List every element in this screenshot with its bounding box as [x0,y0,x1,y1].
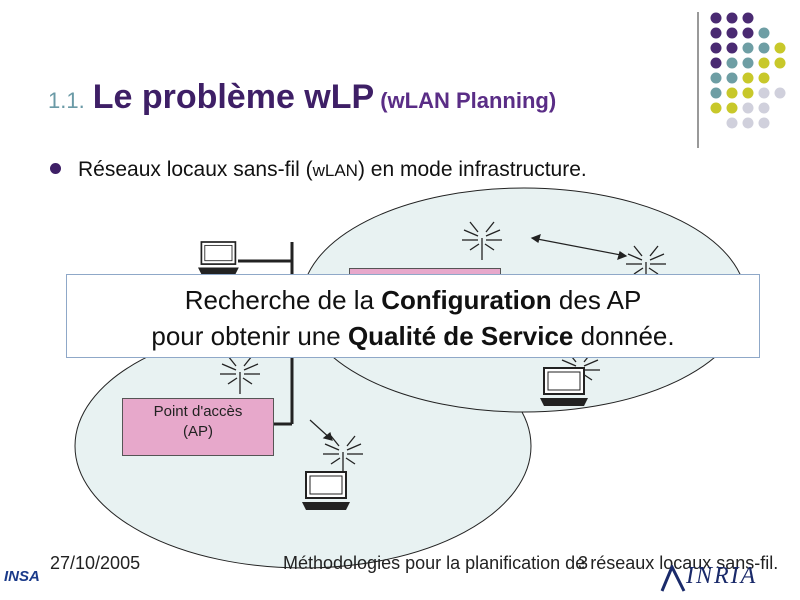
double-arrow-icon [530,234,628,260]
callout-line1-bold: Configuration [381,285,552,315]
decorative-dot [710,27,722,39]
footer-date: 27/10/2005 [50,553,141,573]
title-main: Le problème wLP [92,78,375,116]
laptop-icon [197,241,240,276]
decorative-dot [758,87,770,99]
decorative-dot [758,57,770,69]
inria-logo-text: INRIA [686,563,758,589]
laptop-icon [539,367,589,407]
bullet-text-part1: Réseaux locaux sans-fil ( [78,158,313,181]
decorative-dot-grid [710,12,786,129]
bullet-marker [50,163,61,174]
decorative-dot [710,12,722,24]
callout-line2: pour obtenir une Qualité de Service donn… [67,318,759,354]
vertical-rule [697,12,699,148]
decorative-dot [726,57,738,69]
decorative-dot [774,42,786,54]
double-arrow-icon [309,419,333,441]
title-subtitle: (wLAN Planning) [380,88,557,113]
ap-label-line1: Point d'accès [153,403,243,420]
decorative-dot [742,102,754,114]
decorative-dot [758,72,770,84]
callout-line1: Recherche de la Configuration des AP [67,282,759,318]
decorative-dot [710,72,722,84]
decorative-dot [742,117,754,129]
decorative-dot [726,27,738,39]
decorative-dot [742,27,754,39]
decorative-dot [710,42,722,54]
access-point-box: Point d'accès (AP) [122,398,274,456]
ap-label-line2: (AP) [183,423,213,440]
decorative-dot [742,12,754,24]
slide-title: 1.1. Le problème wLP(wLAN Planning) [48,78,556,117]
decorative-dot [710,87,722,99]
decorative-dot [726,72,738,84]
decorative-dot [726,42,738,54]
decorative-dot [742,87,754,99]
bullet-text-wlan: wLAN [312,161,358,180]
callout-box: Recherche de la Configuration des AP pou… [66,274,760,358]
decorative-dot [710,102,722,114]
decorative-dot [774,57,786,69]
bullet-text: Réseaux locaux sans-fil (wLAN) en mode i… [78,158,587,182]
decorative-dot [758,117,770,129]
decorative-dot [758,102,770,114]
laptop-icon [301,471,351,511]
footer-page-number: 3 [578,553,589,573]
decorative-dot [726,102,738,114]
decorative-dot [726,12,738,24]
footer-title: Méthodologies pour la planification de r… [283,553,779,573]
callout-line1-pre: Recherche de la [184,285,382,315]
inria-logo: INRIA [660,563,757,593]
decorative-dot [726,87,738,99]
title-number: 1.1. [48,88,85,113]
decorative-dot [742,57,754,69]
decorative-dot [774,87,786,99]
callout-line2-post: donnée. [573,321,675,351]
insa-logo: INSA [4,568,40,585]
bullet-text-part3: ) en mode infrastructure. [357,158,587,181]
decorative-dot [758,27,770,39]
decorative-dot [726,117,738,129]
decorative-dot [742,42,754,54]
callout-line2-pre: pour obtenir une [151,321,348,351]
callout-line2-bold: Qualité de Service [347,321,574,351]
decorative-dot [710,57,722,69]
callout-line1-post: des AP [551,285,642,315]
decorative-dot [742,72,754,84]
inria-logo-mark [660,563,686,592]
decorative-dot [758,42,770,54]
